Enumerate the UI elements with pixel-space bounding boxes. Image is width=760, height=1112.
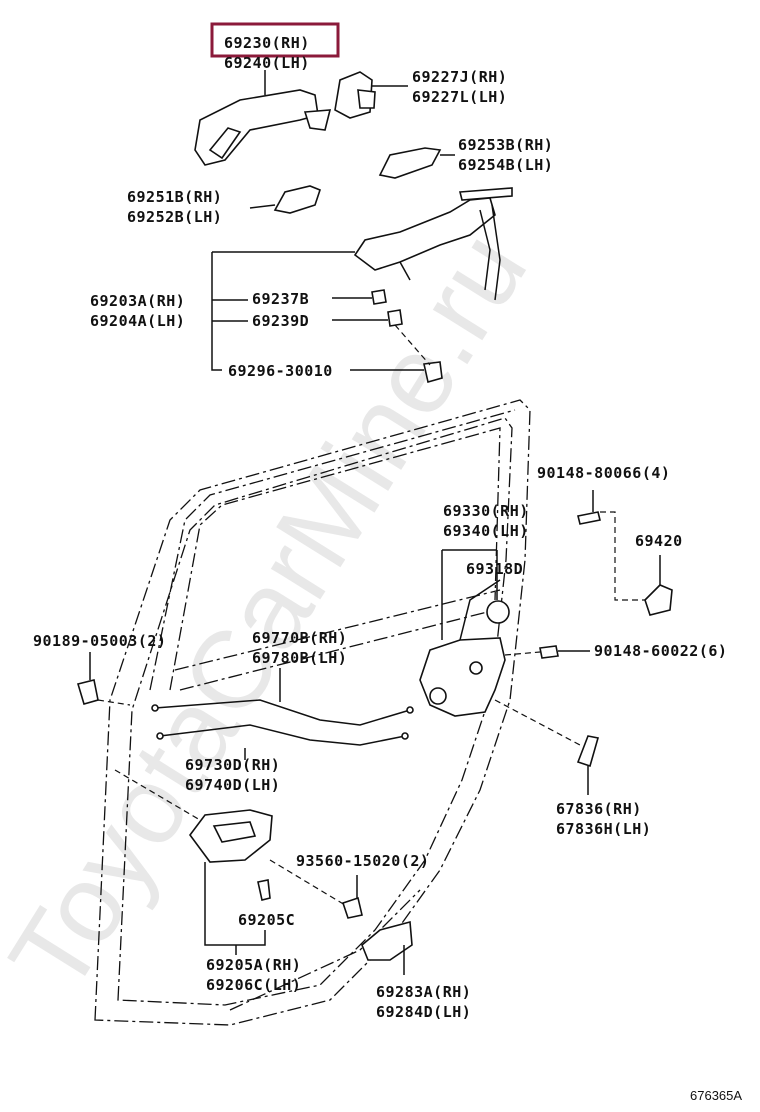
outside-handle-part xyxy=(194,89,332,166)
label-69205C: 69205C xyxy=(238,911,295,929)
leader-69251 xyxy=(249,204,276,209)
label-90148-60022: 90148-60022(6) xyxy=(594,642,727,660)
label-69227J: 69227J(RH) xyxy=(412,68,507,86)
label-69284D: 69284D(LH) xyxy=(376,1003,471,1021)
grommet-part xyxy=(494,699,600,795)
screw-69205C xyxy=(257,879,271,901)
bracket-69330 xyxy=(441,549,498,640)
frame-fasteners xyxy=(371,289,443,384)
label-69254B: 69254B(LH) xyxy=(458,156,553,174)
door-lock-part xyxy=(419,579,510,717)
diagram-id: 676365A xyxy=(690,1088,742,1103)
label-69340: 69340(LH) xyxy=(443,522,529,540)
label-69203A: 69203A(RH) xyxy=(90,292,185,310)
label-69237B: 69237B xyxy=(252,290,309,308)
label-69330: 69330(RH) xyxy=(443,502,529,520)
label-90189: 90189-05003(2) xyxy=(33,632,166,650)
label-69420: 69420 xyxy=(635,532,683,550)
label-69204A: 69204A(LH) xyxy=(90,312,185,330)
label-69240: 69240(LH) xyxy=(224,54,310,72)
label-93560: 93560-15020(2) xyxy=(296,852,429,870)
label-69318D: 69318D xyxy=(466,560,523,578)
label-69251B: 69251B(RH) xyxy=(127,188,222,206)
watermark: ToyotaCarMine.ru xyxy=(0,211,550,1012)
label-69740D: 69740D(LH) xyxy=(185,776,280,794)
door-outline xyxy=(94,399,531,1026)
label-69730D: 69730D(RH) xyxy=(185,756,280,774)
highlight-box xyxy=(210,22,340,58)
handle-frame-part xyxy=(353,187,513,301)
label-69770B: 69770B(RH) xyxy=(252,629,347,647)
label-69206C: 69206C(LH) xyxy=(206,976,301,994)
group-bracket-69203A xyxy=(211,251,424,371)
label-67836: 67836(RH) xyxy=(556,800,642,818)
screw-90148-80066 xyxy=(577,490,601,525)
label-67836H: 67836H(LH) xyxy=(556,820,651,838)
label-69283A: 69283A(RH) xyxy=(376,983,471,1001)
door-cables xyxy=(151,668,414,760)
label-69780B: 69780B(LH) xyxy=(252,649,347,667)
handle-pad-part xyxy=(378,147,442,179)
label-69239D: 69239D xyxy=(252,312,309,330)
label-69296: 69296-30010 xyxy=(228,362,333,380)
label-69253B: 69253B(RH) xyxy=(458,136,553,154)
clip-90189 xyxy=(76,652,131,706)
label-69227L: 69227L(LH) xyxy=(412,88,507,106)
handle-cap-part xyxy=(334,71,376,119)
inside-handle-part xyxy=(114,769,273,955)
label-69252B: 69252B(LH) xyxy=(127,208,222,226)
striker-part xyxy=(600,511,673,616)
bezel-part xyxy=(361,920,413,975)
label-69205A: 69205A(RH) xyxy=(206,956,301,974)
label-69230: 69230(RH) xyxy=(224,34,310,52)
screw-93560 xyxy=(269,859,363,919)
handle-gasket-part xyxy=(273,185,321,214)
screw-90148-60022 xyxy=(504,645,590,659)
label-90148-80066: 90148-80066(4) xyxy=(537,464,670,482)
